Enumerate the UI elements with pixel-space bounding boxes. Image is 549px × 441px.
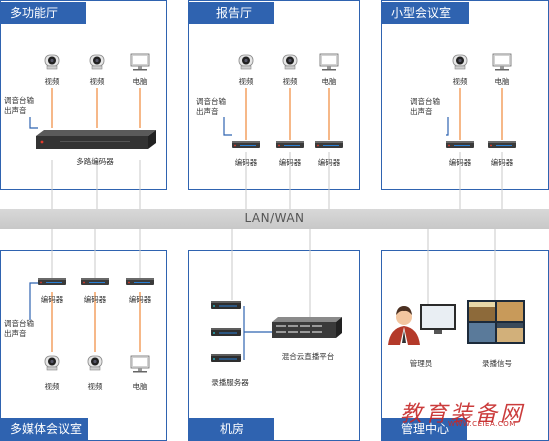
encoder-icon — [232, 141, 260, 148]
room-title: 多媒体会议室 — [0, 418, 88, 440]
recording-signal-label: 录播信号 — [482, 359, 512, 368]
watermark-logo: 教育装备网 — [400, 402, 526, 427]
camera-icon — [44, 355, 60, 371]
encoder-label: 多路编码器 — [76, 157, 114, 166]
watermark-url: WWW.CEIEA.COM — [448, 420, 516, 428]
pc-label: 电脑 — [494, 77, 510, 86]
encoder-icon — [38, 278, 66, 285]
pc-label: 电脑 — [132, 382, 148, 391]
camera-label: 视频 — [44, 382, 60, 391]
recording-server-icon — [211, 328, 241, 336]
computer-icon — [130, 53, 150, 71]
mixer-label: 调音台输出声音 — [196, 97, 226, 116]
recording-server-label: 录播服务器 — [211, 378, 249, 387]
recording-signal-icon — [467, 300, 525, 344]
multi-encoder-icon — [36, 130, 156, 149]
pc-label: 电脑 — [321, 77, 337, 86]
room-title: 多功能厅 — [0, 2, 86, 24]
camera-icon — [89, 54, 105, 70]
cloud-platform-icon — [272, 317, 342, 338]
encoder-label: 编码器 — [490, 158, 514, 167]
network-label: LAN/WAN — [244, 211, 305, 225]
encoder-label: 编码器 — [83, 295, 107, 304]
camera-icon — [452, 54, 468, 70]
pc-label: 电脑 — [132, 77, 148, 86]
encoder-icon — [276, 141, 304, 148]
encoder-icon — [126, 278, 154, 285]
camera-label: 视频 — [44, 77, 60, 86]
computer-icon — [319, 53, 339, 71]
camera-label: 视频 — [452, 77, 468, 86]
encoder-icon — [315, 141, 343, 148]
encoder-label: 编码器 — [128, 295, 152, 304]
cloud-platform-label: 混合云直播平台 — [281, 352, 335, 361]
encoder-label: 编码器 — [278, 158, 302, 167]
encoder-label: 编码器 — [40, 295, 64, 304]
camera-label: 视频 — [89, 77, 105, 86]
administrator-label: 管理员 — [409, 359, 433, 368]
camera-icon — [238, 54, 254, 70]
room-title: 管理中心 — [381, 418, 467, 440]
camera-icon — [282, 54, 298, 70]
encoder-icon — [81, 278, 109, 285]
encoder-label: 编码器 — [234, 158, 258, 167]
room-title: 报告厅 — [188, 2, 274, 24]
administrator-icon — [388, 304, 456, 345]
encoder-icon — [446, 141, 474, 148]
mixer-label: 调音台输出声音 — [4, 96, 34, 115]
camera-label: 视频 — [87, 382, 103, 391]
camera-label: 视频 — [282, 77, 298, 86]
mixer-label: 调音台输出声音 — [410, 97, 440, 116]
computer-icon — [130, 355, 150, 373]
camera-icon — [44, 54, 60, 70]
panel-multi-function — [0, 0, 167, 190]
camera-icon — [87, 355, 103, 371]
computer-icon — [492, 53, 512, 71]
mixer-label: 调音台输出声音 — [4, 319, 34, 338]
room-title: 小型会议室 — [381, 2, 469, 24]
panel-report — [188, 0, 360, 190]
panel-management — [381, 250, 549, 441]
recording-server-icon — [211, 301, 241, 309]
encoder-label: 编码器 — [317, 158, 341, 167]
encoder-icon — [488, 141, 516, 148]
encoder-label: 编码器 — [448, 158, 472, 167]
room-title: 机房 — [188, 418, 274, 440]
camera-label: 视频 — [238, 77, 254, 86]
lan-wan-bar — [0, 209, 549, 229]
recording-server-icon — [211, 354, 241, 362]
